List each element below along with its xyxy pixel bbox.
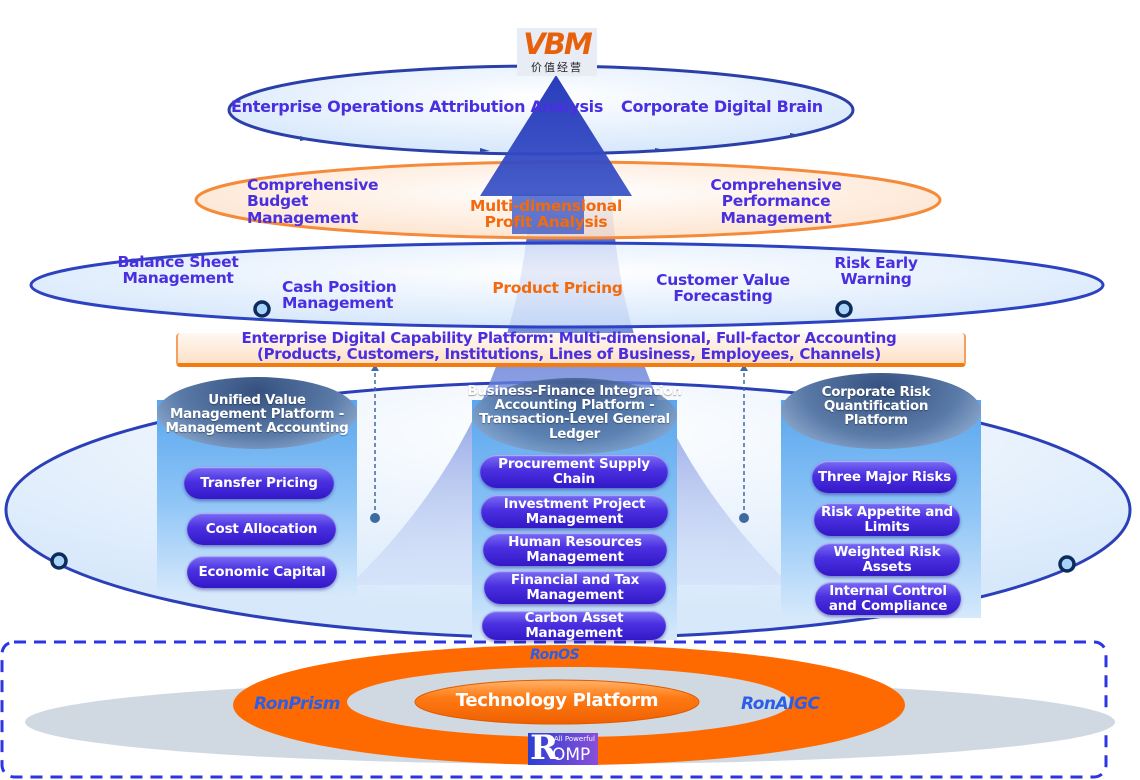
arrow-shaft bbox=[512, 194, 584, 234]
ring-node bbox=[835, 300, 853, 318]
platform-title: Business-Finance Integration Accounting … bbox=[467, 383, 682, 442]
module-cost-allocation[interactable]: Cost Allocation bbox=[187, 513, 336, 545]
romp-logo-suffix: OMP bbox=[552, 745, 591, 765]
romp-logo-letter: R bbox=[530, 728, 559, 768]
platform-cylinder-top bbox=[472, 378, 677, 454]
ronos-label: RonOS bbox=[530, 647, 580, 663]
module-economic-capital[interactable]: Economic Capital bbox=[187, 556, 337, 588]
ronaigc-label: RonAIGC bbox=[741, 694, 820, 714]
vbm-logo: VBM 价值经营 bbox=[517, 28, 597, 76]
technology-dashed-border bbox=[0, 640, 1108, 779]
connector-arrowhead bbox=[371, 364, 379, 371]
romp-logo: R All Powerful OMP bbox=[528, 729, 598, 767]
ring-node bbox=[1058, 555, 1076, 573]
platform-cylinder-top bbox=[157, 377, 357, 449]
ring-level-3 bbox=[29, 241, 1105, 329]
platform-title: Corporate Risk Quantification Platform bbox=[821, 384, 931, 429]
profit-analysis-label: Multi-dimensional Profit Analysis bbox=[470, 197, 622, 232]
performance-management-label: Comprehensive Performance Management bbox=[710, 176, 842, 227]
ronprism-label: RonPrism bbox=[254, 694, 341, 714]
arrow-head bbox=[480, 75, 632, 196]
romp-logo-tagline: All Powerful bbox=[554, 735, 595, 743]
ring-node bbox=[253, 300, 271, 318]
capability-platform-banner bbox=[176, 333, 966, 367]
cash-position-management-label: Cash Position Management bbox=[282, 278, 397, 313]
module-three-major-risks[interactable]: Three Major Risks bbox=[812, 461, 957, 493]
tech-center-pill bbox=[414, 679, 700, 725]
connector-arrowhead bbox=[740, 364, 748, 371]
module-transfer-pricing[interactable]: Transfer Pricing bbox=[184, 467, 334, 499]
technology-platform-label[interactable]: Technology Platform bbox=[455, 690, 659, 711]
balance-sheet-management-label: Balance Sheet Management bbox=[117, 253, 239, 288]
capability-banner-text: Enterprise Digital Capability Platform: … bbox=[241, 329, 897, 363]
ring-node bbox=[50, 552, 68, 570]
product-pricing-label: Product Pricing bbox=[492, 279, 623, 297]
top-ring-item-digital-brain: Corporate Digital Brain bbox=[621, 97, 823, 116]
connector-dot bbox=[370, 513, 380, 523]
platform-cylinder-top bbox=[781, 373, 981, 449]
romp-logo-bg bbox=[528, 733, 598, 765]
platform-title: Unified Value Management Platform - Mana… bbox=[165, 392, 349, 437]
customer-value-forecasting-label: Customer Value Forecasting bbox=[656, 271, 790, 306]
vbm-logo-mark: VBM bbox=[523, 27, 592, 61]
top-ring-item-operations-attribution: Enterprise Operations Attribution Analys… bbox=[231, 97, 604, 116]
connector-dot bbox=[739, 513, 749, 523]
risk-early-warning-label: Risk Early Warning bbox=[834, 254, 918, 289]
vbm-logo-subtitle: 价值经营 bbox=[531, 61, 583, 74]
budget-management-label: Comprehensive Budget Management bbox=[247, 176, 379, 227]
